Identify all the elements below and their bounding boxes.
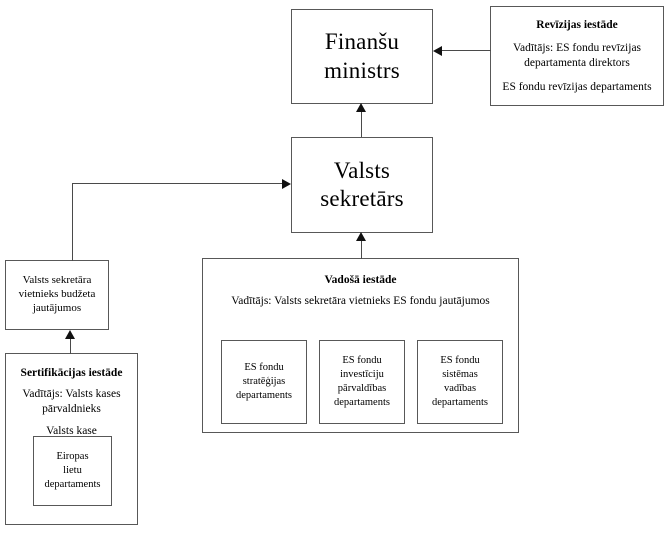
deputy-budget-line1: Valsts sekretāra (22, 274, 92, 287)
node-department-system-management[interactable]: ES fondu sistēmas vadības departaments (417, 340, 503, 424)
department-investments-line3: pārvaldības (337, 383, 387, 394)
department-investments-line4: departaments (334, 397, 390, 409)
department-system-line2: sistēmas (442, 368, 478, 380)
connector-managing-to-secretary (361, 235, 362, 259)
certification-authority-unit: Valsts kase (46, 425, 97, 438)
connector-audit-to-minister (441, 50, 491, 51)
state-secretary-label-line2: sekretārs (320, 186, 404, 211)
department-strategy-line3: departaments (236, 390, 292, 402)
node-certification-authority[interactable]: Sertifikācijas iestāde Vadītājs: Valsts … (5, 353, 138, 525)
arrow-secretary-to-minister (356, 103, 366, 112)
european-affairs-line1: Eiropas (56, 450, 89, 462)
department-strategy-line2: stratēģijas (242, 375, 286, 387)
node-state-secretary[interactable]: Valsts sekretārs (291, 137, 433, 233)
deputy-budget-line3: jautājumos (32, 301, 82, 314)
audit-authority-header: Revīzijas iestāde (536, 19, 618, 31)
arrow-audit-to-minister (433, 45, 442, 56)
department-investments-line1: ES fondu (342, 354, 382, 366)
certification-authority-header: Sertifikācijas iestāde (20, 367, 123, 379)
deputy-budget-line2: vietnieks budžeta (18, 288, 96, 301)
european-affairs-line3: departaments (44, 479, 101, 491)
node-managing-authority[interactable]: Vadošā iestāde Vadītājs: Valsts sekretār… (202, 258, 519, 433)
managing-authority-header: Vadošā iestāde (324, 274, 397, 286)
node-audit-authority[interactable]: Revīzijas iestāde Vadītājs: ES fondu rev… (490, 6, 664, 106)
certification-authority-leader-line2: pārvaldnieks (42, 403, 101, 416)
department-system-line3: vadības (443, 383, 477, 394)
node-department-strategy[interactable]: ES fondu stratēģijas departaments (221, 340, 307, 424)
state-secretary-label-line1: Valsts (333, 157, 391, 183)
department-strategy-line1: ES fondu (244, 361, 284, 373)
audit-authority-leader-line2: departamenta direktors (524, 57, 630, 70)
arrow-certification-to-deputy (65, 330, 75, 339)
node-deputy-budget[interactable]: Valsts sekretāra vietnieks budžeta jautā… (5, 260, 109, 330)
node-finance-minister[interactable]: Finanšu ministrs (291, 9, 433, 104)
finance-minister-label-line2: ministrs (324, 57, 400, 83)
connector-deputy-to-secretary-horizontal (72, 183, 282, 184)
department-investments-line2: investīciju (340, 368, 384, 380)
department-system-line1: ES fondu (440, 354, 480, 366)
arrow-deputy-to-secretary (282, 178, 291, 189)
arrow-managing-to-secretary (356, 232, 366, 241)
managing-authority-leader: Vadītājs: Valsts sekretāra vietnieks ES … (231, 295, 490, 308)
audit-authority-unit: ES fondu revīzijas departaments (502, 81, 652, 94)
connector-secretary-to-minister (361, 106, 362, 137)
connector-deputy-to-secretary-vertical (72, 183, 73, 261)
european-affairs-line2: lietu (63, 464, 82, 476)
connector-certification-to-deputy (70, 333, 71, 354)
certification-authority-leader-line1: Vadītājs: Valsts kases (22, 388, 121, 401)
audit-authority-leader-line1: Vadītājs: ES fondu revīzijas (512, 42, 642, 55)
node-european-affairs-department[interactable]: Eiropas lietu departaments (33, 436, 112, 506)
department-system-line4: departaments (432, 397, 488, 409)
node-department-investments[interactable]: ES fondu investīciju pārvaldības departa… (319, 340, 405, 424)
finance-minister-label-line1: Finanšu (324, 29, 400, 55)
